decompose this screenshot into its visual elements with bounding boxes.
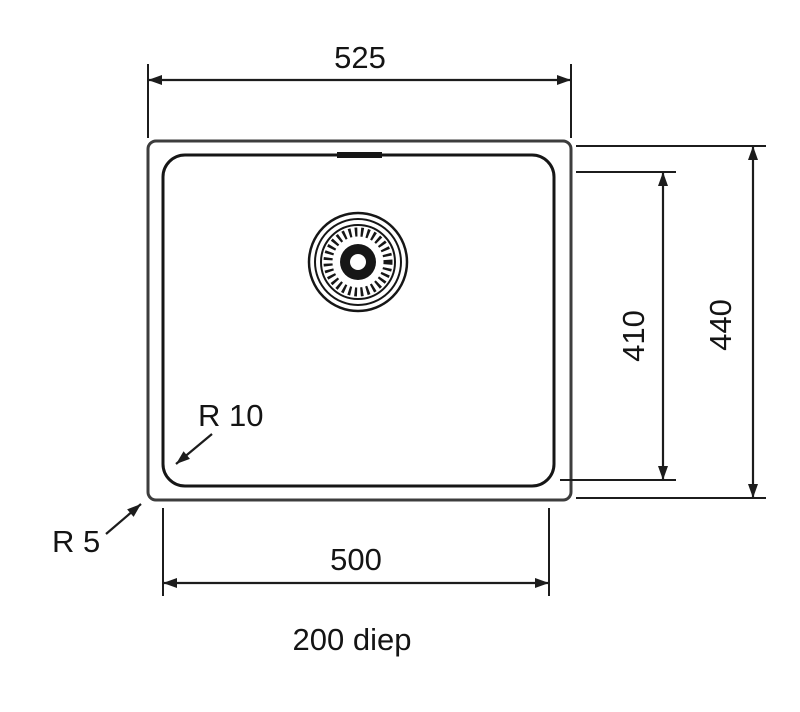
dimension-bottom-width: 500: [162, 508, 550, 596]
drain-outer-ring: [307, 211, 409, 313]
dimension-label-bottom-width: 500: [330, 542, 382, 577]
leader-line: [105, 503, 142, 535]
sink-body: [146, 139, 573, 502]
leader-line: [175, 433, 213, 465]
depth-label: 200 diep: [293, 622, 412, 657]
dimension-label-overall-height: 440: [703, 299, 738, 351]
dimension-inner-height: 410: [560, 171, 676, 481]
drain: [307, 211, 409, 313]
drain-grate-ring: [323, 227, 393, 297]
dimension-label-inner-height: 410: [616, 310, 651, 362]
dimension-label-top-width: 525: [334, 40, 386, 75]
drain-ring-2: [314, 218, 402, 306]
sink-outer-rim: [146, 139, 573, 502]
dimension-overall-height: 440: [576, 145, 766, 499]
overflow-slot: [337, 152, 382, 158]
inner-radius-label: R 10: [198, 398, 263, 433]
drain-ring-3: [320, 224, 396, 300]
dimension-top-width: 525: [147, 40, 572, 138]
callout-inner-radius: R 10: [175, 398, 263, 465]
sink-basin: [161, 153, 556, 488]
drain-center-hole: [350, 254, 366, 270]
callout-outer-radius: R 5: [52, 503, 142, 559]
outer-radius-label: R 5: [52, 524, 100, 559]
